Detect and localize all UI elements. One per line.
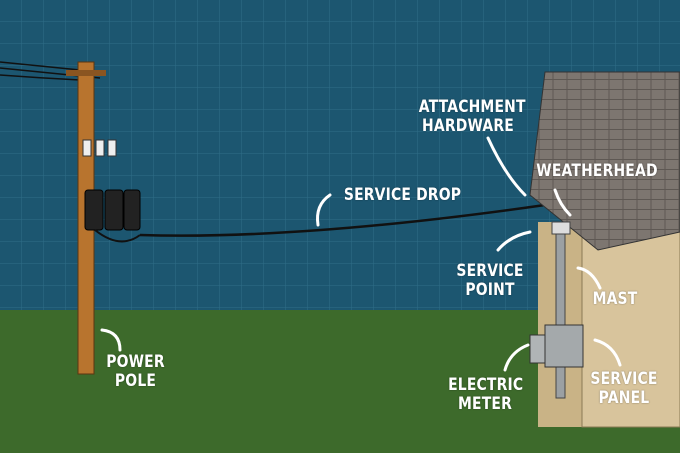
label-line: ELECTRIC bbox=[448, 375, 524, 395]
label-line: POWER bbox=[106, 352, 165, 372]
label-weatherhead: WEATHERHEAD bbox=[536, 161, 658, 181]
label-service-drop: SERVICE DROP bbox=[343, 185, 462, 205]
label-line: PANEL bbox=[598, 388, 650, 408]
weatherhead bbox=[551, 221, 571, 235]
label-line: ATTACHMENT bbox=[418, 97, 526, 117]
label-attachment-hardware: ATTACHMENT HARDWARE bbox=[418, 97, 526, 136]
pointer-arrows bbox=[100, 136, 622, 372]
label-service-point: SERVICE POINT bbox=[449, 262, 531, 300]
label-mast: MAST bbox=[592, 289, 638, 309]
label-service-panel: SERVICE PANEL bbox=[586, 370, 661, 408]
insulators bbox=[82, 139, 117, 157]
transformers bbox=[84, 189, 141, 231]
service-drop-cable bbox=[139, 203, 546, 237]
label-line: POINT bbox=[465, 280, 515, 300]
label-line: METER bbox=[458, 394, 512, 414]
roof bbox=[529, 71, 680, 251]
label-electric-meter: ELECTRIC METER bbox=[448, 375, 524, 414]
service-panel-box bbox=[544, 324, 584, 368]
house-wall bbox=[581, 229, 680, 428]
mast bbox=[555, 227, 566, 399]
label-line: SERVICE bbox=[456, 261, 524, 281]
label-line: SERVICE bbox=[590, 369, 658, 389]
label-line: POLE bbox=[114, 371, 157, 391]
label-power-pole: POWER POLE bbox=[105, 353, 167, 391]
label-line: HARDWARE bbox=[422, 116, 514, 136]
crossarm bbox=[66, 70, 106, 76]
